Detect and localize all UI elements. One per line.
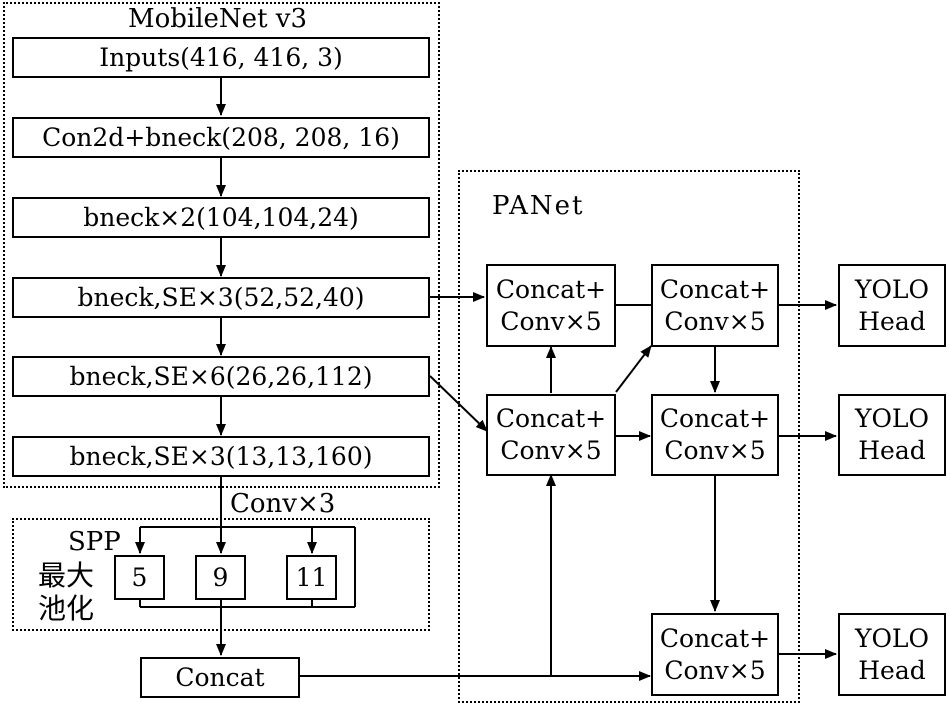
pool-kernel-9: 9 [195,555,246,600]
conv3-label: Conv×3 [230,489,336,519]
yolo-head-line1: YOLO [854,623,930,653]
pool-kernel-11: 11 [286,555,337,600]
panet-block-line1: Concat+ [495,404,607,433]
yolo-head-mid: YOLO Head [838,394,946,476]
yolo-head-line1: YOLO [854,404,930,433]
layer-bneck-se-x3-52: bneck,SE×3(52,52,40) [12,277,430,318]
layer-inputs: Inputs(416, 416, 3) [12,37,430,78]
pool-kernel-5: 5 [114,555,165,600]
layer-bneck-x2: bneck×2(104,104,24) [12,197,430,238]
panet-block-line2: Conv×5 [664,655,766,685]
panet-block-line2: Conv×5 [664,436,766,465]
mobilenet-title: MobileNet v3 [128,4,308,34]
panet-title: PANet [492,191,585,221]
panet-block-line2: Conv×5 [664,306,766,336]
panet-block-line1: Concat+ [659,623,771,653]
arrow-se6-to-panet-b1 [429,375,488,432]
yolo-head-line2: Head [858,306,926,336]
panet-block-mid-left: Concat+ Conv×5 [486,394,616,476]
panet-block-line2: Conv×5 [500,306,602,336]
spp-title: SPP [68,527,121,557]
panet-block-line1: Concat+ [659,274,771,304]
yolo-head-line2: Head [858,655,926,685]
panet-block-bottom: Concat+ Conv×5 [651,613,779,696]
panet-block-line1: Concat+ [659,404,771,433]
spp-subtitle-line2: 池化 [38,592,95,625]
spp-subtitle-line1: 最大 [38,559,95,592]
layer-bneck-se-x6-26: bneck,SE×6(26,26,112) [12,356,430,397]
yolo-head-top: YOLO Head [838,264,946,347]
yolo-head-line2: Head [858,436,926,465]
panet-block-line1: Concat+ [495,274,607,304]
panet-block-mid-right: Concat+ Conv×5 [651,394,779,476]
panet-block-line2: Conv×5 [500,436,602,465]
arrow-b1-to-a2 [615,345,652,393]
yolo-head-bottom: YOLO Head [838,613,946,696]
yolo-head-line1: YOLO [854,274,930,304]
layer-bneck-se-x3-13: bneck,SE×3(13,13,160) [12,436,430,477]
layer-conv2d-bneck: Con2d+bneck(208, 208, 16) [12,117,430,158]
panet-block-top-left: Concat+ Conv×5 [486,264,616,347]
panet-block-top-right: Concat+ Conv×5 [651,264,779,347]
concat-box: Concat [140,657,300,698]
